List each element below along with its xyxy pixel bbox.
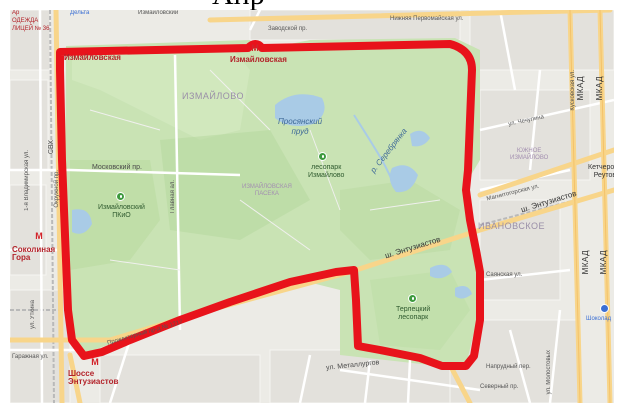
page-heading-text: Апр	[212, 0, 265, 10]
park-izmailovsky-icon[interactable]	[116, 192, 125, 201]
street-garazhnaya: Гаражная ул.	[12, 354, 49, 360]
label-prosyansky-pond: Просянский пруд	[278, 117, 323, 136]
street-moskovsky: Московский пр.	[92, 164, 142, 171]
poi-top-left-2[interactable]: ОДЕЖДА	[12, 18, 39, 24]
street-vilyuyskaya: 1-я Владимирская ул.	[24, 150, 30, 211]
metro-izmailovskaya-top[interactable]: Измайловская	[64, 53, 121, 62]
street-zavodskoy: Заводской пр.	[268, 26, 308, 32]
area-ivanovskoe: ИВАНОВСКОЕ	[478, 221, 546, 231]
area-yuzhnoe-izmailovo: ЮЖНОЕ ИЗМАЙЛОВО	[510, 148, 549, 162]
park-lesopark-icon[interactable]	[318, 152, 327, 161]
page-heading: Апр	[0, 0, 624, 10]
street-nizhnyaya-pervomayskaya: Нижняя Первомайская ул.	[390, 16, 464, 22]
park-area-dark	[72, 46, 250, 140]
metro-izmailovskaya[interactable]: Измайловская	[230, 55, 287, 64]
street-utkina: ул. Уткина	[30, 300, 36, 329]
metro-sokolinaya-icon[interactable]: M	[35, 231, 43, 241]
shop-icon[interactable]	[600, 304, 609, 313]
serebryanka-ponds	[389, 165, 418, 193]
place-kelimovo[interactable]: Кетчерово Реутов	[588, 164, 614, 180]
route-outline	[56, 40, 484, 370]
metro-sokolinaya-gora[interactable]: Соколиная Гора	[12, 245, 56, 262]
road-mkad-right: МКАД	[595, 76, 604, 101]
street-severny: Северный пр.	[480, 384, 519, 390]
road-mkad-bottom-left: МКАД	[581, 250, 590, 275]
road-mkad-left: МКАД	[576, 76, 585, 101]
metro-shosse-entuziastov[interactable]: Шоссе Энтузиастов	[68, 369, 119, 386]
map-view[interactable]: Ар ОДЕЖДА ЛИЦЕЙ № 36 Дельта Измайловский…	[10, 10, 614, 403]
street-glavnaya: Главная ал.	[170, 180, 176, 214]
metro-shosse-icon[interactable]: M	[91, 357, 99, 367]
street-sayanskaya: Саянская ул.	[486, 272, 523, 278]
street-izmaylovsky-top: Измайловский	[138, 10, 179, 16]
poi-dolphin[interactable]: Дельта	[70, 10, 90, 16]
street-molostovykh: ул. Молостовых	[546, 350, 552, 395]
poi-top-left-1[interactable]: Ар	[12, 10, 20, 16]
road-mkad-bottom-right: МКАД	[599, 250, 608, 275]
area-izmailovo: ИЗМАЙЛОВО	[182, 91, 244, 101]
poi-top-left-3[interactable]: ЛИЦЕЙ № 36	[12, 26, 50, 32]
park-tereshky-icon[interactable]	[408, 294, 417, 303]
map-canvas[interactable]	[10, 10, 614, 403]
park-lesopark-izmailovo[interactable]: лесопарк Измайлово	[308, 164, 345, 180]
prosyansky-pond	[275, 94, 325, 126]
poi-shop[interactable]: Шоколад	[586, 316, 612, 322]
park-tereshky-lesopark[interactable]: Терлецкий лесопарк	[396, 306, 431, 322]
metro-izmailovskaya-icon[interactable]: M	[251, 43, 259, 53]
area-izmailovskaya-paseka: ИЗМАЙЛОВСКАЯ ПАСЕКА	[242, 184, 292, 198]
park-izmailovsky-pkio[interactable]: Измайловский ПКиО	[98, 204, 145, 220]
street-sveb: СВХ	[48, 140, 55, 155]
street-okruzhnoy: Окружной пр.	[54, 170, 60, 208]
street-naprudny: Напрудный пер.	[486, 364, 531, 370]
